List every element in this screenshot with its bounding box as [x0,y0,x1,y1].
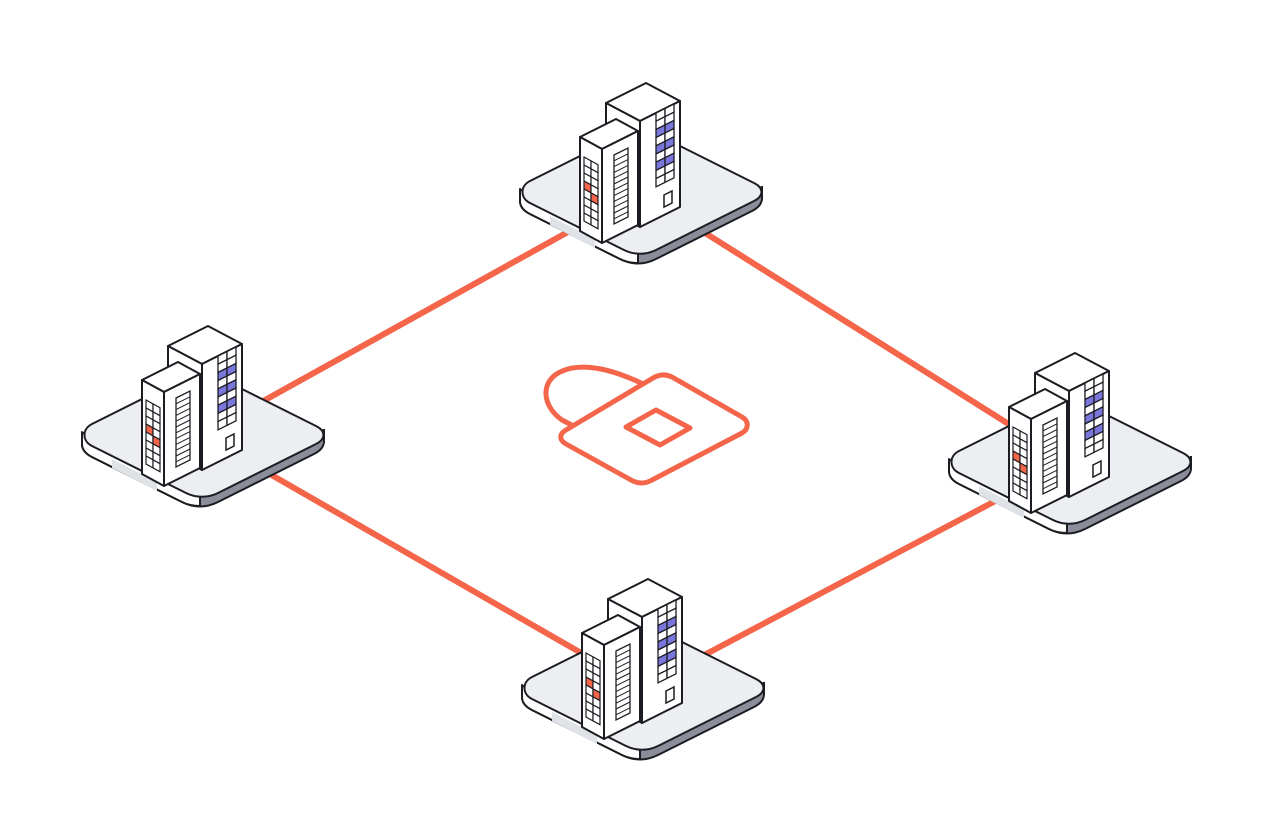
node-left [81,325,325,508]
office-building-icon [581,578,683,740]
connection-top-right [637,189,1072,465]
block-window-grid [145,398,161,473]
block-window-grid [585,651,601,726]
lock-keyhole [623,407,693,448]
node-bottom [521,578,765,761]
block-slats [613,146,629,226]
lock-icon [543,364,750,486]
office-building-icon [1008,352,1110,514]
block-window-grid [1012,425,1028,500]
tower-window-grid [1084,372,1104,458]
node-right [948,352,1192,535]
office-building-icon [579,82,681,244]
tower-window-grid [657,598,677,684]
block-slats [1042,416,1058,496]
node-top [519,82,763,265]
office-building-icon [141,325,243,487]
block-slats [615,642,631,722]
lock-body [558,372,750,486]
nodes-layer [81,82,1192,761]
block-slats [175,389,191,469]
tower-window-grid [217,345,237,431]
tower-window-grid [655,102,675,188]
lock-shackle [543,364,646,435]
block-window-grid [583,155,599,230]
connection-left-bottom [199,432,645,691]
